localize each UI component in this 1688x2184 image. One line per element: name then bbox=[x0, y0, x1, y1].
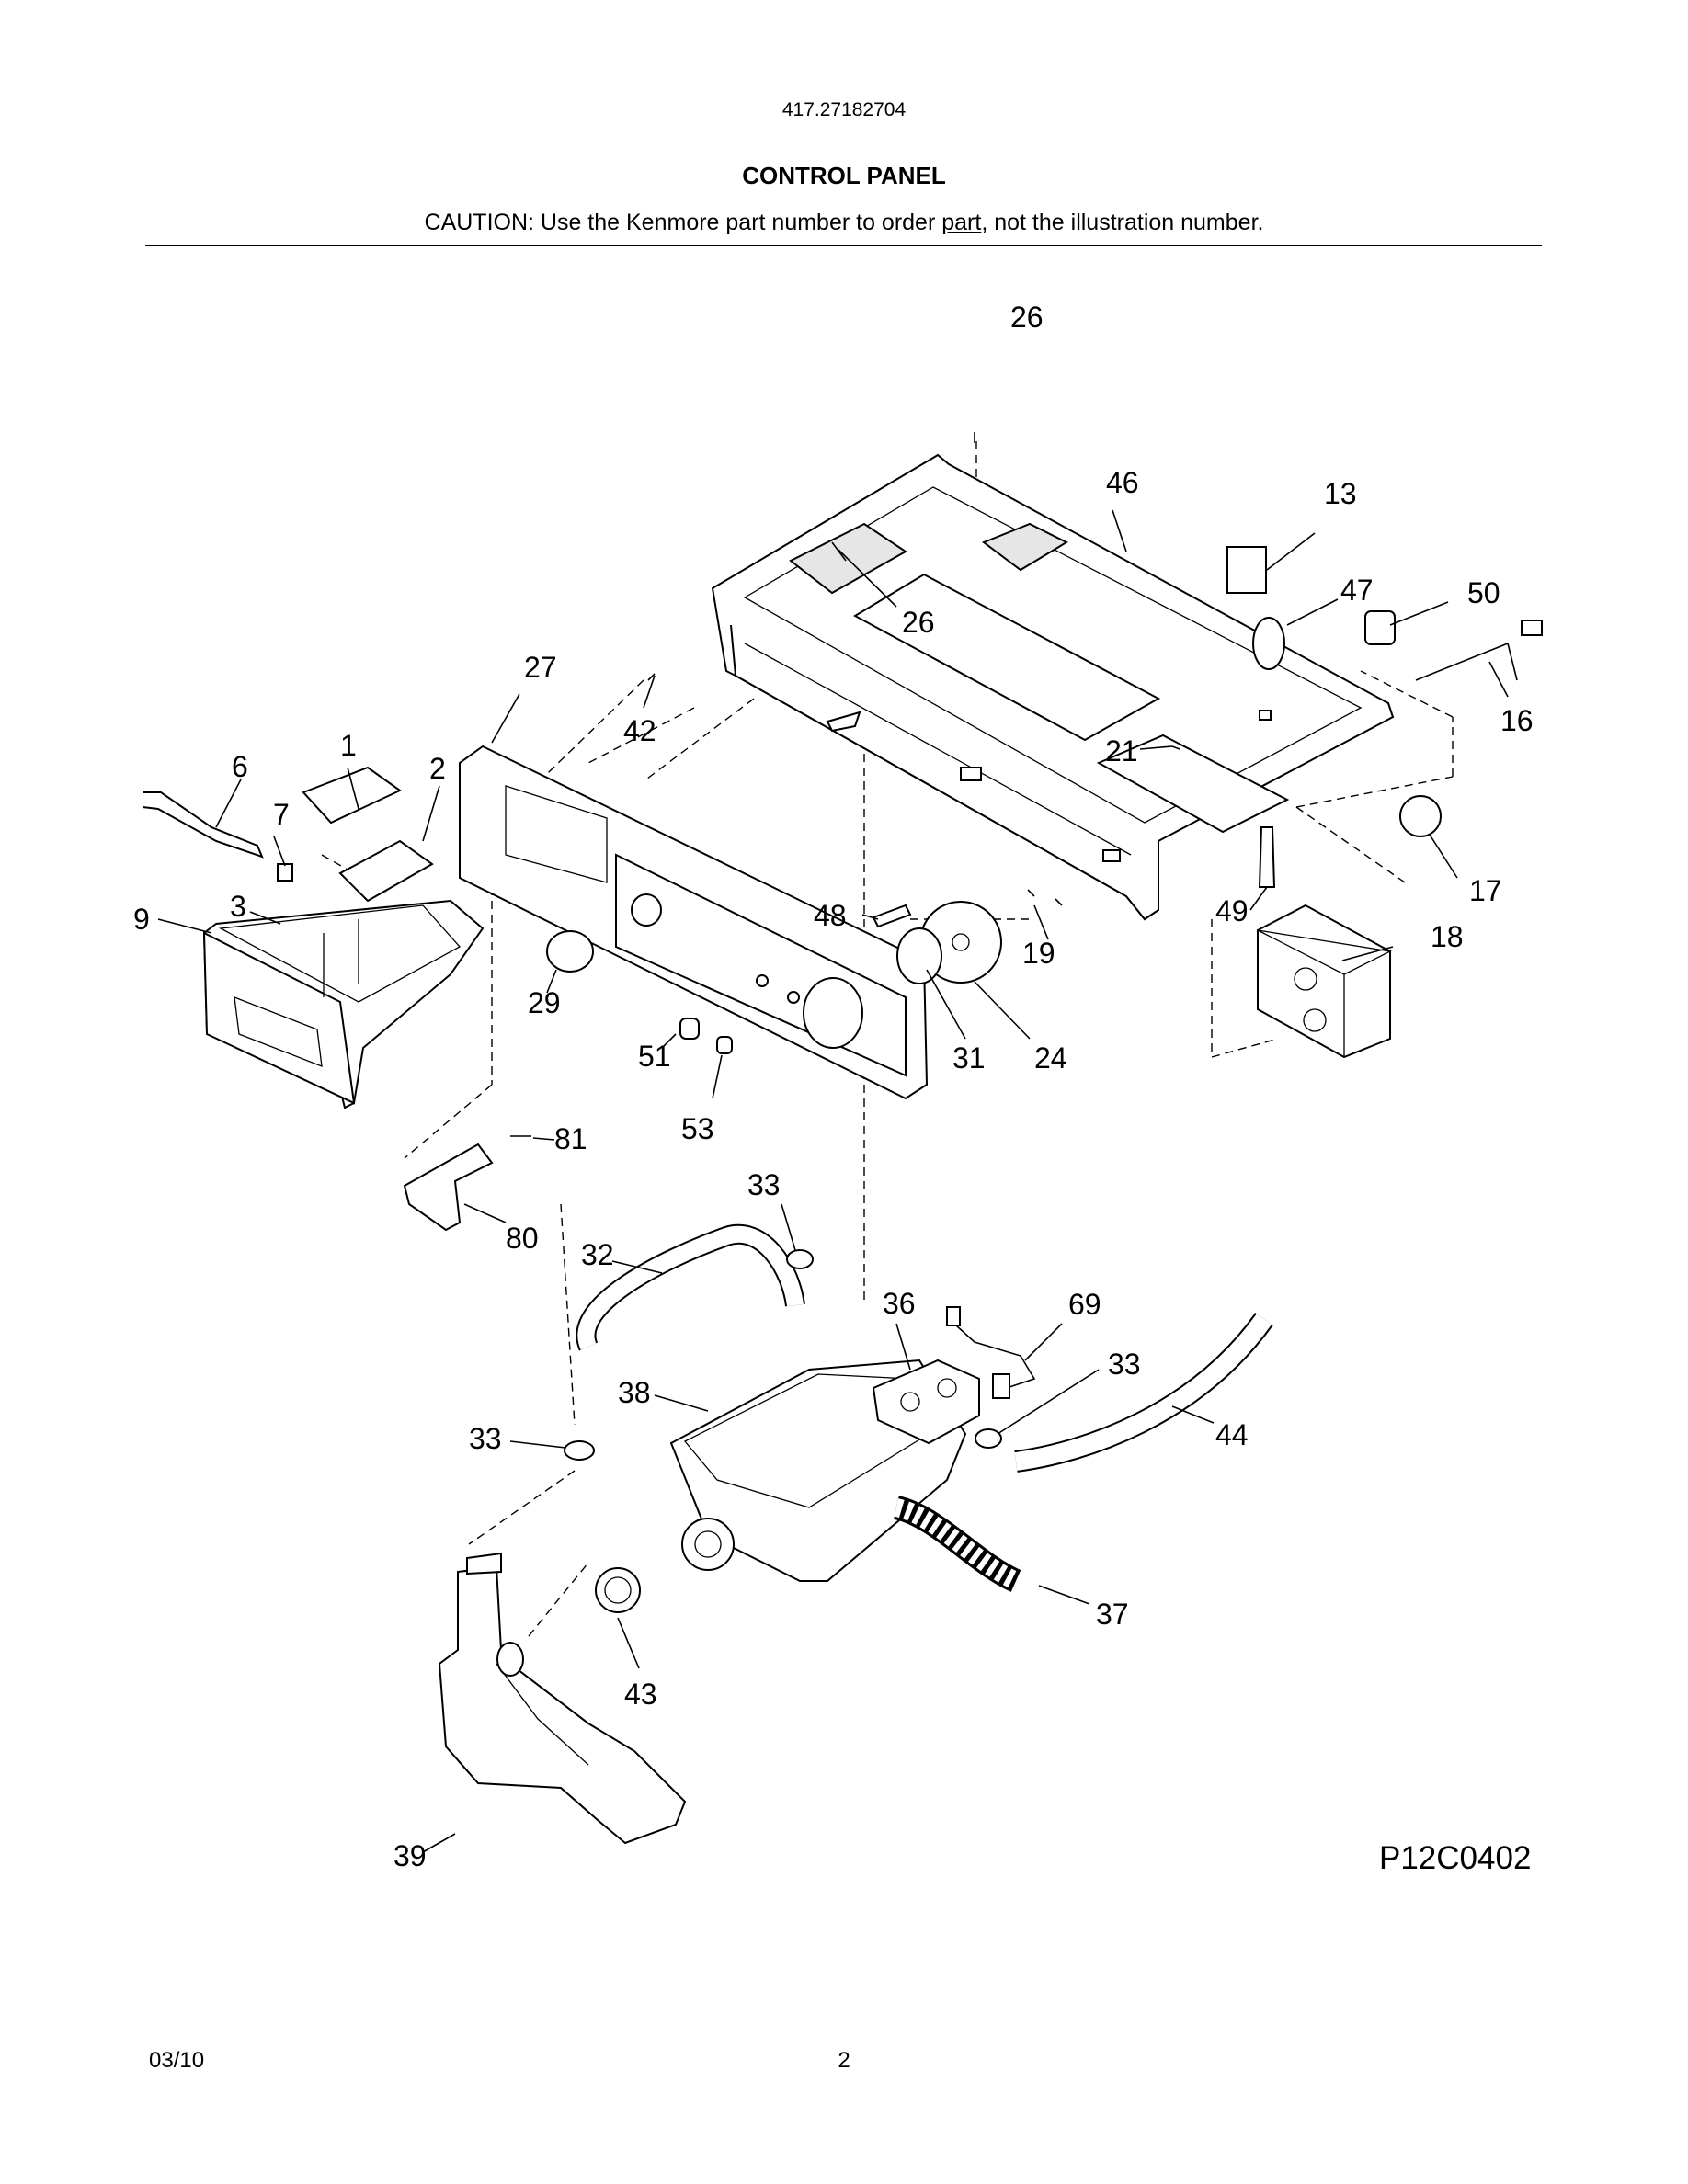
switch-50 bbox=[1364, 610, 1396, 645]
control-panel-frame bbox=[711, 453, 1395, 921]
callout-19: 19 bbox=[1022, 937, 1055, 970]
pressure-switch-17 bbox=[1399, 795, 1442, 837]
callout-46: 46 bbox=[1106, 466, 1139, 499]
filter-47 bbox=[1252, 617, 1285, 670]
caution-text-end: , not the illustration number. bbox=[981, 210, 1264, 235]
selector-knob-29 bbox=[546, 930, 594, 973]
caution-text-start: CAUTION: Use the Kenmore part number to … bbox=[424, 210, 942, 235]
screw-26-mid bbox=[831, 541, 847, 562]
callout-47: 47 bbox=[1340, 574, 1374, 607]
seal-43 bbox=[595, 1567, 641, 1613]
callout-16: 16 bbox=[1500, 704, 1534, 737]
caution-text-underlined: part bbox=[941, 210, 982, 235]
clip-19-a bbox=[1027, 889, 1035, 897]
screw-42 bbox=[647, 673, 656, 681]
model-number: 417.27182704 bbox=[781, 99, 907, 120]
clamp-33-a bbox=[786, 1249, 814, 1269]
timer-18 bbox=[1257, 904, 1393, 1059]
clamp-33-b bbox=[564, 1440, 595, 1461]
callout-44: 44 bbox=[1215, 1418, 1249, 1451]
spring-7 bbox=[277, 863, 293, 882]
callout-13: 13 bbox=[1324, 477, 1357, 510]
console-panel bbox=[459, 745, 929, 1100]
water-valve-36 bbox=[872, 1359, 980, 1445]
wire-harness-16 bbox=[1415, 642, 1518, 681]
screw-49 bbox=[1258, 826, 1276, 888]
callout-26-top: 26 bbox=[1010, 301, 1044, 334]
callout-69: 69 bbox=[1068, 1288, 1101, 1321]
callout-9: 9 bbox=[133, 903, 150, 936]
seal-43-inner bbox=[604, 1576, 632, 1604]
screw-21 bbox=[1171, 745, 1180, 750]
callout-3: 3 bbox=[230, 890, 246, 923]
callout-33-c: 33 bbox=[1108, 1348, 1141, 1381]
callout-31: 31 bbox=[952, 1041, 986, 1075]
button-51 bbox=[679, 1018, 700, 1040]
hose-32-inner bbox=[577, 1225, 804, 1350]
callout-21: 21 bbox=[1105, 734, 1138, 768]
callout-18: 18 bbox=[1431, 920, 1464, 953]
callout-53: 53 bbox=[681, 1112, 714, 1145]
drain-elbow-39 bbox=[438, 1552, 687, 1845]
wire-harness-69 bbox=[946, 1306, 1036, 1399]
callout-32: 32 bbox=[581, 1238, 614, 1271]
callout-33-b: 33 bbox=[469, 1422, 502, 1455]
callout-48: 48 bbox=[814, 899, 847, 932]
callout-37: 37 bbox=[1096, 1598, 1129, 1631]
callout-50: 50 bbox=[1467, 576, 1500, 609]
light-pipe-48 bbox=[872, 904, 912, 928]
callout-36: 36 bbox=[883, 1287, 916, 1320]
callout-24: 24 bbox=[1034, 1041, 1067, 1075]
callout-numbers: 26 46 13 47 50 26 16 27 42 21 1 6 2 7 9 … bbox=[133, 301, 1534, 1872]
wire-connector-16 bbox=[1521, 620, 1543, 636]
hose-44-inner bbox=[1014, 1314, 1272, 1471]
timer-dial-31 bbox=[896, 927, 942, 984]
caution-note: CAUTION: Use the Kenmore part number to … bbox=[0, 210, 1688, 236]
revision-date: 03/10 bbox=[149, 2048, 205, 2073]
leader-lines bbox=[157, 509, 1509, 1853]
header-rule bbox=[145, 245, 1542, 246]
callout-6: 6 bbox=[232, 750, 248, 783]
dispenser-cap-1 bbox=[302, 766, 402, 825]
bellows-hose-37-inner bbox=[894, 1498, 1021, 1590]
dispenser-cap-2 bbox=[338, 839, 434, 903]
callout-39: 39 bbox=[393, 1839, 427, 1872]
callout-27: 27 bbox=[524, 651, 557, 684]
callout-26-mid: 26 bbox=[902, 606, 935, 639]
page-title: CONTROL PANEL bbox=[742, 162, 946, 189]
callout-49: 49 bbox=[1215, 894, 1249, 927]
callout-42: 42 bbox=[623, 714, 656, 747]
callout-33-a: 33 bbox=[747, 1168, 781, 1201]
page-number: 2 bbox=[838, 2048, 850, 2073]
callout-17: 17 bbox=[1469, 874, 1502, 907]
callout-43: 43 bbox=[624, 1678, 657, 1711]
callout-80: 80 bbox=[506, 1222, 539, 1255]
clamp-33-c bbox=[975, 1428, 1002, 1449]
callout-7: 7 bbox=[273, 798, 290, 831]
dispenser-drawer bbox=[202, 899, 485, 1109]
callout-38: 38 bbox=[618, 1376, 651, 1409]
diagram-code: P12C0402 bbox=[1379, 1840, 1532, 1876]
callout-29: 29 bbox=[528, 986, 561, 1019]
bracket-80 bbox=[403, 1143, 494, 1232]
callout-51: 51 bbox=[638, 1040, 671, 1073]
clip-19-b bbox=[1055, 898, 1063, 906]
siphon-part-6 bbox=[142, 791, 264, 859]
callout-1: 1 bbox=[340, 729, 357, 762]
callout-2: 2 bbox=[429, 752, 446, 785]
button-53 bbox=[716, 1036, 733, 1054]
timer-gear-hub bbox=[952, 933, 970, 951]
callout-81: 81 bbox=[554, 1122, 587, 1155]
pressure-switch-13 bbox=[1226, 546, 1267, 594]
